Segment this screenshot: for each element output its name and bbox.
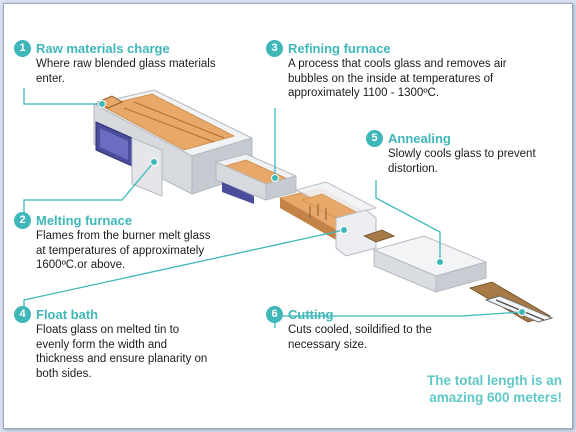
float-bath-cover	[335, 209, 377, 257]
diagram-frame: 1 Raw materials charge Where raw blended…	[3, 3, 573, 429]
glass-ribbon-1	[362, 229, 396, 243]
total-length-note: The total length is an amazing 600 meter…	[426, 373, 562, 405]
step-title: Raw materials charge	[36, 41, 170, 56]
step-number-badge: 1	[14, 40, 31, 57]
step-title: Melting furnace	[36, 213, 133, 228]
step-title: Cutting	[288, 307, 334, 322]
step-number-badge: 5	[366, 130, 383, 147]
step-title: Float bath	[36, 307, 99, 322]
step-title: Refining furnace	[288, 41, 391, 56]
furnace-end-wall	[131, 137, 163, 197]
step-description: A process that cools glass and removes a…	[288, 58, 507, 99]
step-number-badge: 6	[266, 306, 283, 323]
production-line-illustration	[23, 88, 554, 328]
step-number-badge: 2	[14, 212, 31, 229]
step-title: Annealing	[388, 131, 451, 146]
step-number-badge: 4	[14, 306, 31, 323]
callout-dots	[98, 100, 526, 316]
molten-glass-furnace	[100, 93, 236, 151]
step-number-badge: 3	[266, 40, 283, 57]
annealing-side	[435, 261, 487, 293]
